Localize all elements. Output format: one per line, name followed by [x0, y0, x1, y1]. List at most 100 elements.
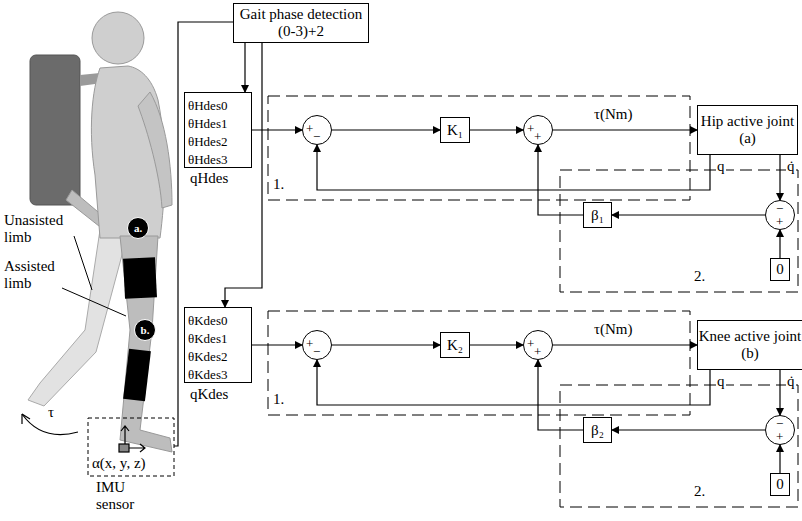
annotation-label: τ [48, 404, 54, 421]
sign: + [776, 430, 783, 444]
label-text: Hip active joint (a) [701, 113, 794, 146]
signal-connector [252, 129, 302, 130]
summing-junction: +− [302, 115, 332, 145]
block-box: K₂ [440, 332, 470, 358]
block-box: 0 [770, 258, 790, 281]
label-text: a. [134, 222, 142, 234]
person-figure [28, 12, 172, 452]
signal-label: τ(Nm) [593, 321, 634, 338]
label-text: θHdes3 [188, 151, 251, 169]
label-text: K₂ [447, 337, 463, 353]
signal-connector [538, 145, 583, 215]
signal-connector [553, 129, 697, 130]
label-text: β₁ [591, 207, 604, 223]
summing-junction: −+ [765, 415, 795, 445]
label-text: 0 [776, 476, 784, 492]
selector-box: θKdes0θKdes1θKdes2θKdes3 [184, 307, 252, 383]
box-text: 0 [776, 261, 784, 278]
annotation-label: 1. [273, 176, 284, 193]
signal-label: q [716, 158, 726, 175]
summing-junction: ++ [523, 330, 553, 360]
sign: − [776, 202, 783, 216]
signal-connector [470, 344, 523, 345]
label-text: 0 [776, 261, 784, 277]
summing-junction: +− [302, 330, 332, 360]
sign: + [534, 345, 541, 359]
label-text: θKdes3 [188, 366, 251, 384]
annotation-label: Assisted limb [4, 258, 74, 292]
block-box: Gait phase detection (0-3)+2 [233, 3, 369, 43]
signal-connector [779, 155, 780, 200]
annotation-label: qKdes [190, 386, 228, 403]
annotation-label: 2. [694, 268, 705, 285]
annotation-label: IMU sensor [96, 479, 156, 513]
annotation-label: 1. [273, 391, 284, 408]
label-text: θHdes0 [188, 97, 251, 115]
sign: − [776, 417, 783, 431]
box-text: β₂ [591, 422, 604, 439]
label-text: θKdes0 [188, 312, 251, 330]
signal-connector [612, 214, 765, 215]
sign: + [527, 337, 534, 351]
sign: − [313, 130, 320, 144]
box-text: β₁ [591, 207, 604, 224]
label-text: θHdes2 [188, 133, 251, 151]
summing-junction: −+ [765, 200, 795, 230]
block-box: Knee active joint (b) [697, 320, 802, 370]
label-text: Gait phase detection (0-3)+2 [240, 6, 362, 39]
label-text: Knee active joint (b) [699, 328, 801, 361]
summing-junction: ++ [523, 115, 553, 145]
sign: + [306, 122, 313, 136]
label-text: θKdes1 [188, 330, 251, 348]
signal-label: q̇ [786, 373, 796, 390]
signal-connector [244, 43, 245, 92]
block-box: β₁ [583, 202, 612, 228]
sign: + [776, 215, 783, 229]
box-text: Knee active joint (b) [698, 328, 802, 362]
label-text: K₁ [447, 122, 463, 138]
box-text: 0 [776, 476, 784, 493]
signal-label: q [716, 373, 726, 390]
signal-connector [252, 344, 302, 345]
dashed-loop-frame [268, 96, 798, 507]
imu-axes [119, 426, 145, 452]
block-box: β₂ [583, 417, 612, 443]
imu-box [88, 418, 174, 476]
label-text: b. [141, 324, 150, 336]
box-text: K₁ [447, 122, 463, 139]
annotation-label: 2. [694, 483, 705, 500]
annotation-label: Unasisted limb [4, 212, 82, 246]
signal-connector [779, 445, 780, 473]
joint-marker: a. [127, 217, 149, 239]
label-text: β₂ [591, 422, 604, 438]
annotation-label: α(x, y, z) [92, 455, 146, 472]
sign: − [313, 345, 320, 359]
block-box: Hip active joint (a) [697, 105, 798, 155]
signal-connector [332, 344, 440, 345]
selector-box: θHdes0θHdes1θHdes2θHdes3 [184, 92, 252, 168]
leader-line [62, 236, 126, 316]
signal-connector [317, 145, 710, 190]
label-text: θKdes2 [188, 348, 251, 366]
box-text: K₂ [447, 337, 463, 354]
signal-connector [317, 360, 710, 405]
signal-label: τ(Nm) [593, 106, 634, 123]
box-text: Hip active joint (a) [698, 113, 797, 147]
signal-connector [225, 43, 262, 307]
signal-connector [612, 429, 765, 430]
sign: + [306, 337, 313, 351]
sign: + [527, 122, 534, 136]
joint-marker: b. [134, 319, 156, 341]
box-text: Gait phase detection (0-3)+2 [234, 6, 368, 40]
signal-connector [553, 344, 697, 345]
signal-connector [538, 360, 583, 430]
signal-connector [779, 230, 780, 258]
signal-connector [779, 370, 780, 415]
sign: + [534, 130, 541, 144]
block-box: K₁ [440, 117, 470, 143]
signal-label: q̇ [786, 158, 796, 175]
label-text: θHdes1 [188, 115, 251, 133]
signal-connector [470, 129, 523, 130]
